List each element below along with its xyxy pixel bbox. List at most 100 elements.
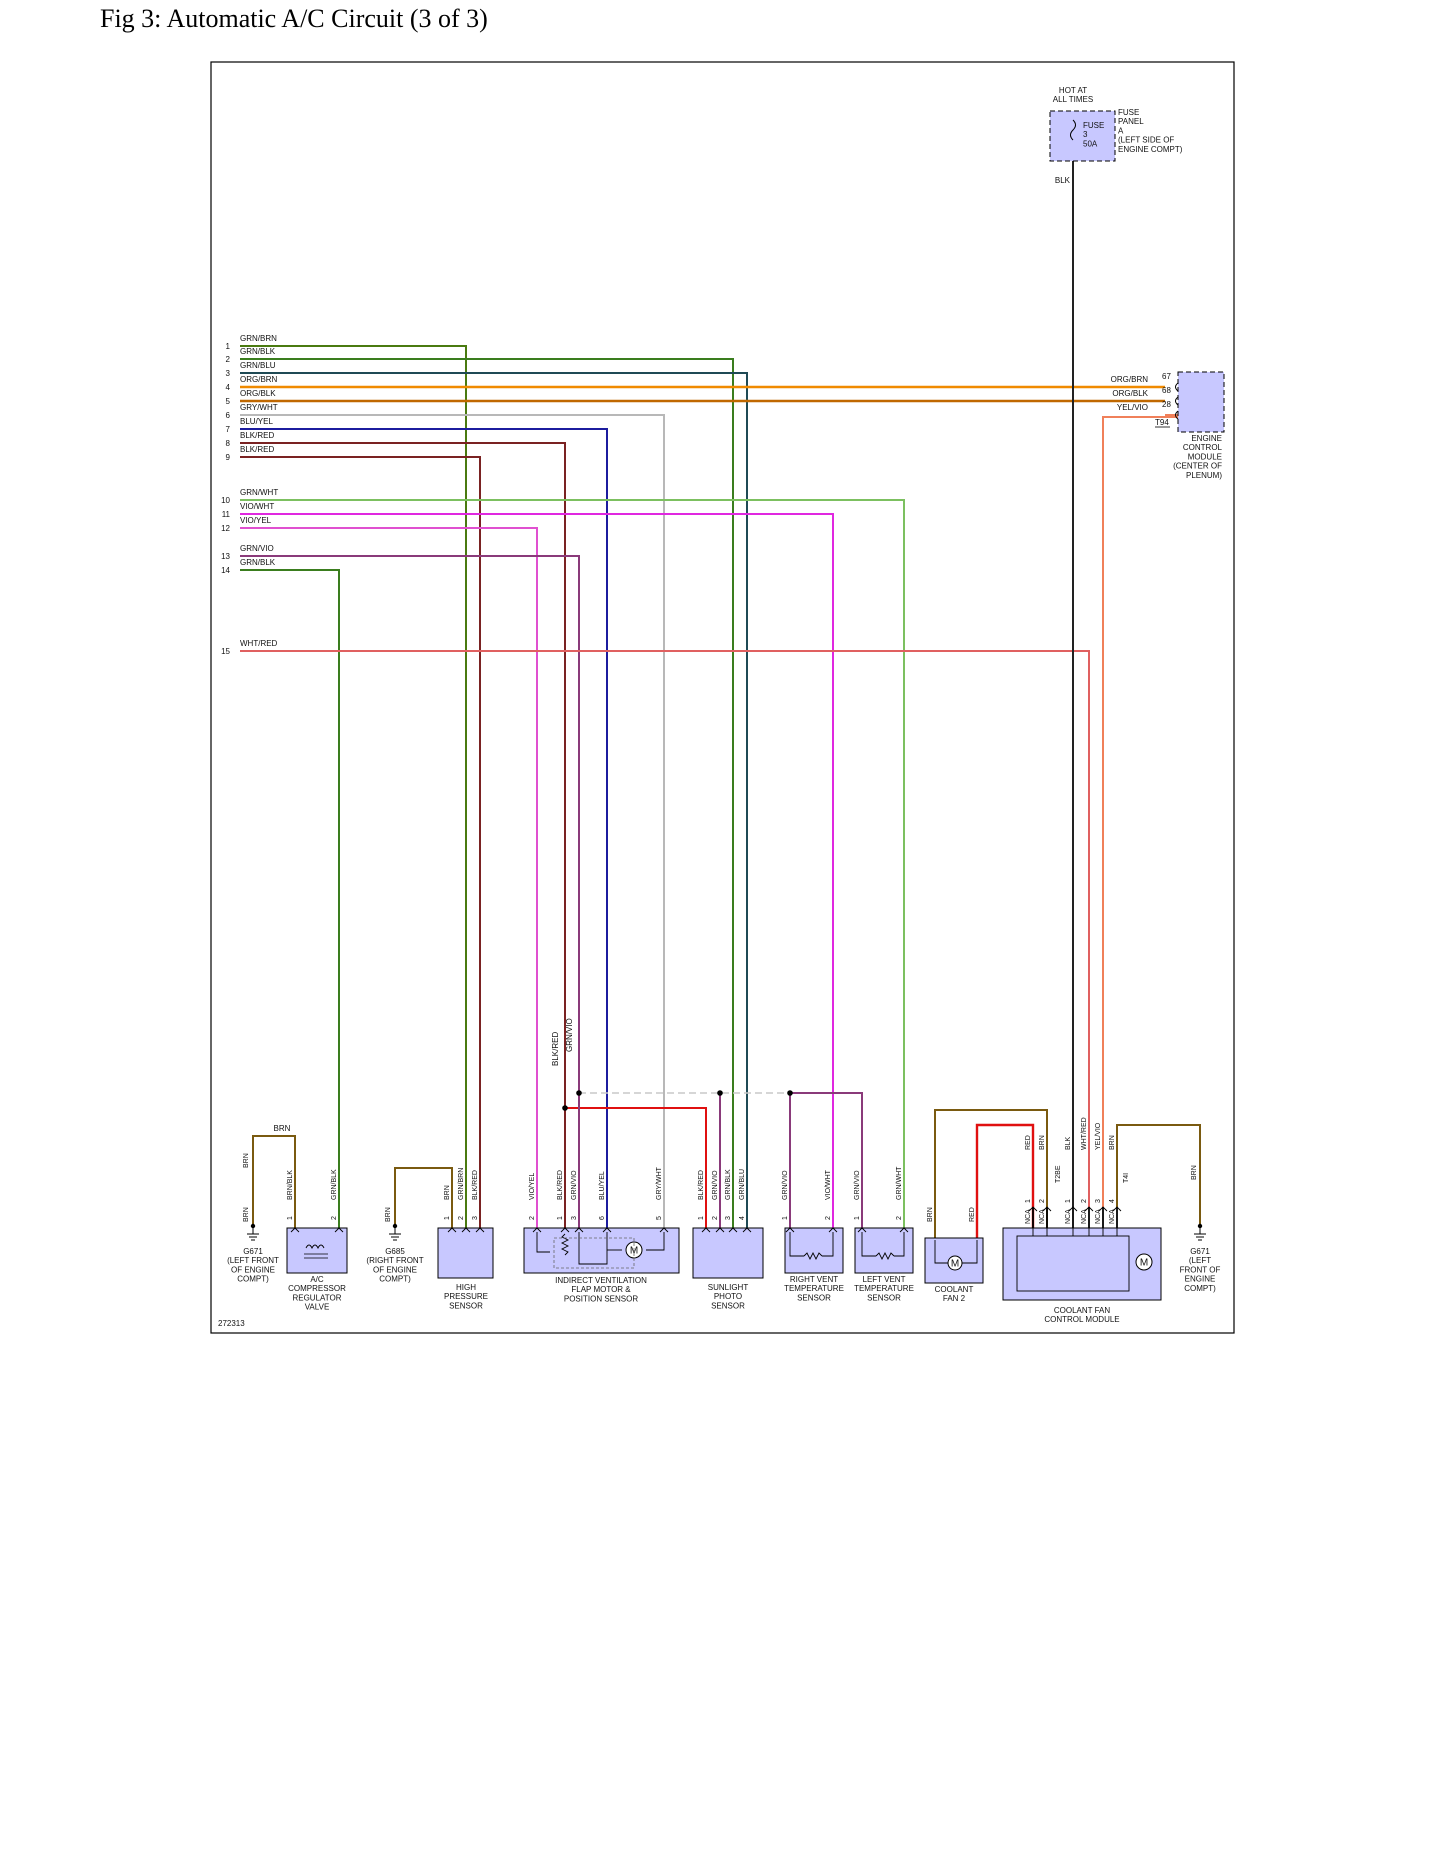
pin-wire-label: GRN/VIO bbox=[854, 1170, 861, 1200]
wire-number: 1 bbox=[226, 342, 231, 351]
pin-number: 2 bbox=[1081, 1199, 1088, 1203]
nca-label: NCA bbox=[1081, 1209, 1088, 1224]
splice-dot bbox=[562, 1105, 568, 1111]
fuse-panel-box bbox=[1049, 110, 1116, 162]
wire-8-blk-red bbox=[240, 442, 566, 1108]
wire-brn-g685 bbox=[394, 1167, 453, 1228]
pin-terminal bbox=[447, 1227, 457, 1233]
splice-dot bbox=[717, 1090, 723, 1096]
pin-number: 3 bbox=[1095, 1199, 1102, 1203]
wire-red-fan2 bbox=[975, 1123, 1035, 1240]
ground-eyelet bbox=[250, 1223, 256, 1229]
wire-number: 11 bbox=[222, 510, 231, 519]
pin-terminal bbox=[461, 1227, 471, 1233]
wire-14-grn-blk bbox=[240, 569, 340, 1228]
cfcm-connector-t2be: T2BE bbox=[1055, 1165, 1062, 1183]
pin-number: 3 bbox=[472, 1216, 479, 1220]
wire-color-label: GRY/WHT bbox=[240, 403, 278, 412]
pin-number: 3 bbox=[571, 1216, 578, 1220]
wire-color-label: GRN/BLK bbox=[240, 347, 276, 356]
pin-number: 1 bbox=[1025, 1199, 1032, 1203]
pin-terminal bbox=[290, 1227, 300, 1233]
wire-number: 9 bbox=[226, 453, 231, 462]
cfcm-connector-t4i: T4I bbox=[1123, 1173, 1130, 1183]
wire-brn-g671-right bbox=[1116, 1124, 1201, 1228]
pin-wire-label: BRN bbox=[1039, 1135, 1046, 1150]
sunlight-sensor-box bbox=[692, 1227, 764, 1279]
wire-number: 14 bbox=[221, 566, 230, 575]
pin-wire-label: VIO/YEL bbox=[529, 1173, 536, 1200]
wire-color-label: GRN/BLK bbox=[240, 558, 276, 567]
wire-number: 8 bbox=[226, 439, 231, 448]
pin-wire-label: GRN/BLU bbox=[739, 1169, 746, 1200]
pin-wire-label: BLK/RED bbox=[557, 1170, 564, 1200]
wire-number: 3 bbox=[226, 369, 231, 378]
wire-color-label: BLK/RED bbox=[240, 445, 274, 454]
wire-color-label: GRN/VIO bbox=[240, 544, 274, 553]
pin-terminal bbox=[728, 1227, 738, 1233]
wire-brn-fan2 bbox=[934, 1109, 1048, 1240]
solenoid-coil-symbol bbox=[305, 1244, 325, 1250]
pin-number: 4 bbox=[739, 1216, 746, 1220]
left-vent-sensor-box bbox=[854, 1227, 914, 1274]
nca-label: NCA bbox=[1109, 1209, 1116, 1224]
pin-wire-label: BLU/YEL bbox=[599, 1171, 606, 1200]
wire-yel-vio-to-cfcm bbox=[1102, 416, 1178, 1207]
pin-number: 1 bbox=[782, 1216, 789, 1220]
pin-wire-label: BRN bbox=[927, 1207, 934, 1222]
ivf-internal-wire bbox=[646, 1232, 665, 1251]
pin-number: 1 bbox=[854, 1216, 861, 1220]
ecm-pin-terminal bbox=[1175, 396, 1179, 406]
pin-terminal bbox=[785, 1227, 795, 1233]
wire-number: 10 bbox=[221, 496, 230, 505]
sensor-internal-wire bbox=[822, 1232, 834, 1257]
wire-number: 5 bbox=[226, 397, 231, 406]
ivf-internal-wire bbox=[536, 1232, 550, 1253]
splice-label-blk-red: BLK/RED bbox=[551, 1032, 560, 1066]
ecm-pin-terminal bbox=[1175, 410, 1179, 420]
pin-number: 4 bbox=[1109, 1199, 1116, 1203]
wire-blk-red-to-sunlight bbox=[565, 1107, 707, 1228]
cfcm-inner-box bbox=[1016, 1235, 1130, 1292]
ecm-box bbox=[1177, 371, 1225, 433]
ecm-pin-terminal bbox=[1175, 382, 1179, 392]
pin-wire-label: BRN bbox=[1109, 1135, 1116, 1150]
wire-1-grn-brn bbox=[240, 345, 467, 1228]
wire-color-label: BLU/YEL bbox=[240, 417, 273, 426]
wire-grn-vio-to-lv bbox=[790, 1092, 863, 1228]
pin-terminal bbox=[659, 1227, 669, 1233]
figure-title: Fig 3: Automatic A/C Circuit (3 of 3) bbox=[100, 4, 488, 33]
label-layer: 1GRN/BRN2GRN/BLK3GRN/BLU4ORG/BRN5ORG/BLK… bbox=[218, 86, 1223, 1328]
sensor-internal-wire bbox=[894, 1232, 905, 1257]
pin-wire-label: GRN/VIO bbox=[571, 1170, 578, 1200]
wire-11-vio-wht bbox=[240, 513, 834, 1228]
nca-label: NCA bbox=[1039, 1209, 1046, 1224]
wire-color-label: VIO/YEL bbox=[240, 516, 272, 525]
nca-label: NCA bbox=[1065, 1209, 1072, 1224]
wire-label-brn: BRN bbox=[385, 1207, 392, 1222]
wire-number: 13 bbox=[221, 552, 230, 561]
pin-wire-label: GRN/BLK bbox=[725, 1169, 732, 1200]
splice-dot bbox=[576, 1090, 582, 1096]
ground-eyelet bbox=[392, 1223, 398, 1229]
pin-terminal bbox=[899, 1227, 909, 1233]
image-id-label: 272313 bbox=[218, 1319, 245, 1328]
ivf-position-sensor-outline bbox=[553, 1237, 635, 1269]
blk-wire-label: BLK bbox=[1055, 176, 1071, 185]
fan2-internal-wire bbox=[934, 1240, 948, 1264]
pin-number: 1 bbox=[444, 1216, 451, 1220]
pin-wire-label: RED bbox=[1025, 1135, 1032, 1150]
pin-number: 1 bbox=[1065, 1199, 1072, 1203]
ecm-wire-label: ORG/BLK bbox=[1112, 389, 1148, 398]
pin-wire-label: GRN/VIO bbox=[782, 1170, 789, 1200]
pin-number: 1 bbox=[287, 1216, 294, 1220]
